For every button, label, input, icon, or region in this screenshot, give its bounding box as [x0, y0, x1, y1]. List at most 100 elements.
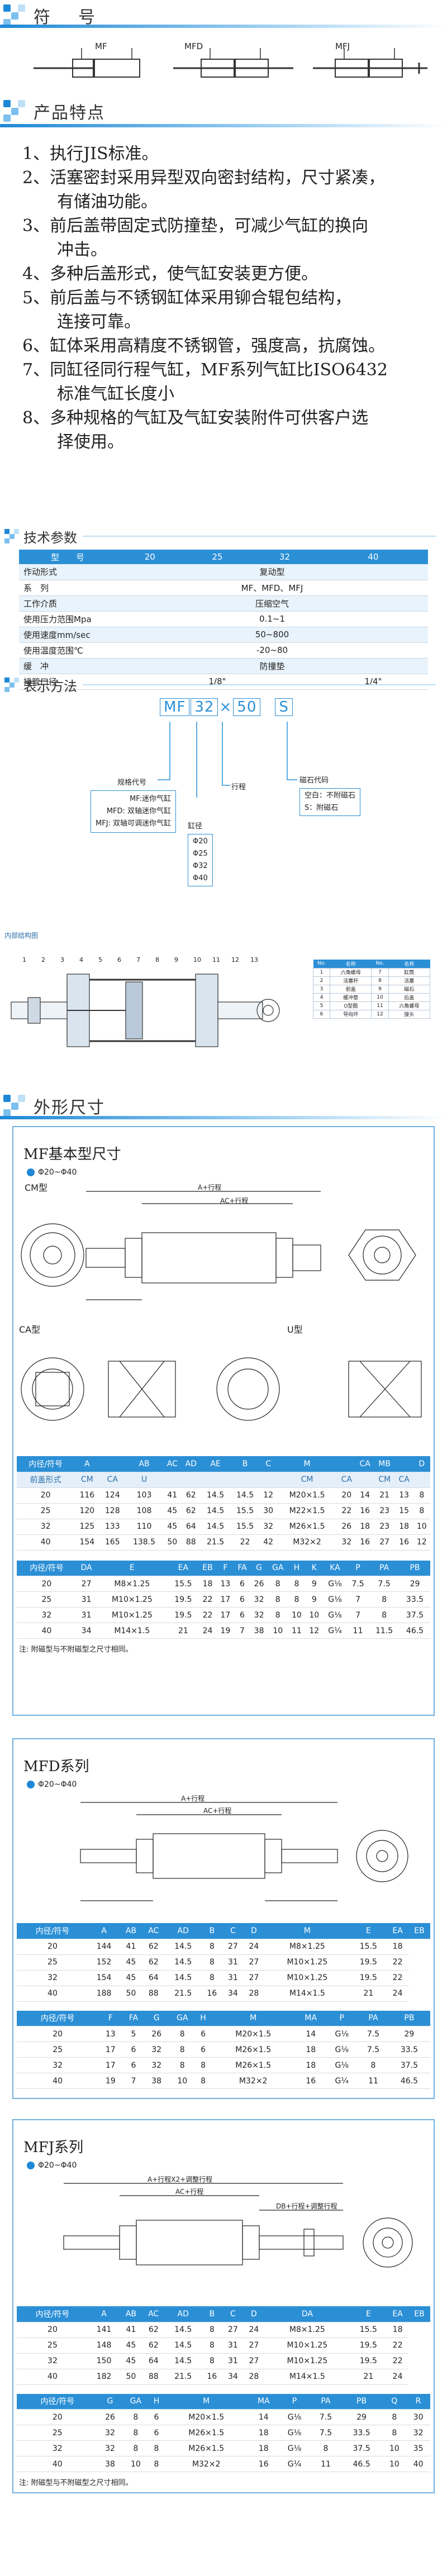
series-option: MFD: 双轴迷你气缸	[106, 807, 172, 815]
table-cell: M26×1.5	[210, 2041, 297, 2058]
parts-cell: 6	[312, 1009, 331, 1019]
u-label: U型	[287, 1324, 303, 1335]
table-cell: 32	[250, 1591, 268, 1607]
table-cell: 45	[120, 1970, 142, 1986]
mfd-bore-range: Φ20~Φ40	[13, 1776, 434, 1789]
symbol-mf: MF	[34, 37, 151, 87]
table-cell: 24	[387, 1986, 408, 2002]
table-cell: 45	[120, 2353, 142, 2369]
table-cell: 125	[74, 1519, 100, 1535]
table-cell: 14	[355, 1487, 374, 1504]
table-cell: 24	[243, 2322, 265, 2338]
table-cell: 18	[249, 2425, 278, 2441]
table-cell: 10	[268, 1623, 288, 1639]
table-cell: 88	[142, 2369, 165, 2385]
section-title: 表示方法	[23, 678, 77, 694]
table-cell: 29	[340, 2409, 383, 2425]
table-cell: 8	[122, 2409, 150, 2425]
table-cell: 17	[216, 1591, 235, 1607]
section-title: 符 号	[34, 8, 101, 27]
table-cell: 8	[201, 1939, 223, 1955]
table-cell: 8	[168, 2026, 196, 2042]
table-cell: 6	[149, 2409, 164, 2425]
table-header-cell: F	[216, 1560, 235, 1576]
table-header-cell: AE	[201, 1456, 231, 1472]
table-cell: 6	[196, 2041, 211, 2058]
mfj-title: MFJ系列	[23, 2139, 84, 2156]
table-cell: 8	[122, 2440, 150, 2456]
feature-text: 执行JIS标准。	[50, 144, 159, 164]
table-header-cell: DA	[264, 2306, 350, 2322]
table-cell: 10	[288, 1607, 306, 1623]
table-cell: 32	[98, 2425, 122, 2441]
part-number-callout: 10	[193, 956, 201, 963]
parts-cell: 11	[371, 1001, 389, 1010]
part-number-callout: 7	[136, 956, 140, 963]
spec-value: 复动型	[116, 564, 428, 580]
table-cell: 15.5	[230, 1519, 260, 1535]
table-cell: 110	[125, 1519, 164, 1535]
table-header-cell	[337, 1456, 356, 1472]
table-header-cell: EB	[408, 2306, 430, 2322]
table-cell: 64	[181, 1519, 201, 1535]
table-header-cell: H	[196, 2010, 211, 2026]
table-cell: 8	[201, 2338, 223, 2354]
table-cell: 42	[260, 1534, 277, 1551]
table-cell: M26×1.5	[163, 2440, 249, 2456]
table-header-cell: CA	[394, 1472, 413, 1488]
table-cell: 31	[222, 1970, 244, 1986]
ac-note: AC+行程	[175, 2188, 204, 2196]
table-cell: G⅛	[323, 1576, 347, 1592]
table-cell: 7	[234, 1623, 250, 1639]
feature-continuation: 择使用。	[57, 432, 124, 452]
table-cell: 17	[98, 2057, 123, 2073]
mf-drawings: CM型 CA型 U型 A+行程 AC+行程	[13, 1177, 434, 1456]
table-header-cell: FA	[122, 2010, 145, 2026]
feature-item: 6、缸体采用高精度不锈钢管，强度高，抗腐蚀。	[22, 334, 425, 358]
series-title: 规格代号	[117, 779, 147, 787]
table-cell: 62	[142, 1954, 165, 1971]
table-header-cell: AC	[163, 1456, 182, 1472]
bore-option: Φ25	[193, 850, 208, 858]
table-header-cell: A	[74, 1456, 100, 1472]
table-cell: 31	[222, 2353, 244, 2369]
table-cell: 8	[382, 2425, 407, 2441]
table-cell: 8	[196, 2057, 211, 2073]
spec-key: 系 列	[19, 580, 116, 596]
table-cell: 32	[17, 1970, 88, 1986]
parts-cell: 1	[312, 967, 331, 977]
table-cell: 16	[355, 1503, 374, 1519]
table-cell: 6	[196, 2026, 211, 2042]
table-cell: 8	[288, 1576, 306, 1592]
feature-text: 前后盖与不锈钢缸体采用铆合辊包结构，	[50, 288, 352, 308]
table-cell: 152	[88, 1954, 120, 1971]
table-cell: 35	[406, 2440, 430, 2456]
section-icon	[3, 100, 26, 122]
mf-panel: MF基本型尺寸 Φ20~Φ40 CM型 CA型 U型 A+行程 AC+行程	[12, 1126, 435, 1716]
table-cell: 15.5	[350, 2322, 387, 2338]
range-text: Φ20~Φ40	[38, 1168, 77, 1177]
table-header-cell: CM	[374, 1472, 395, 1488]
table-cell: 7	[346, 1591, 369, 1607]
table-cell: M10×1.25	[96, 1591, 168, 1607]
spec-header-cell: 20	[116, 550, 184, 564]
table-cell: M10×1.25	[264, 1970, 350, 1986]
part-number-callout: 9	[174, 956, 178, 963]
table-header-cell: M	[210, 2010, 297, 2026]
table-cell: 22	[387, 2353, 408, 2369]
range-text: Φ20~Φ40	[38, 2161, 77, 2170]
table-cell: 18	[198, 1576, 217, 1592]
spec-row: 作动形式复动型	[19, 564, 428, 580]
table-cell: G⅛	[325, 2041, 359, 2058]
table-header-cell: AC	[142, 2306, 165, 2322]
